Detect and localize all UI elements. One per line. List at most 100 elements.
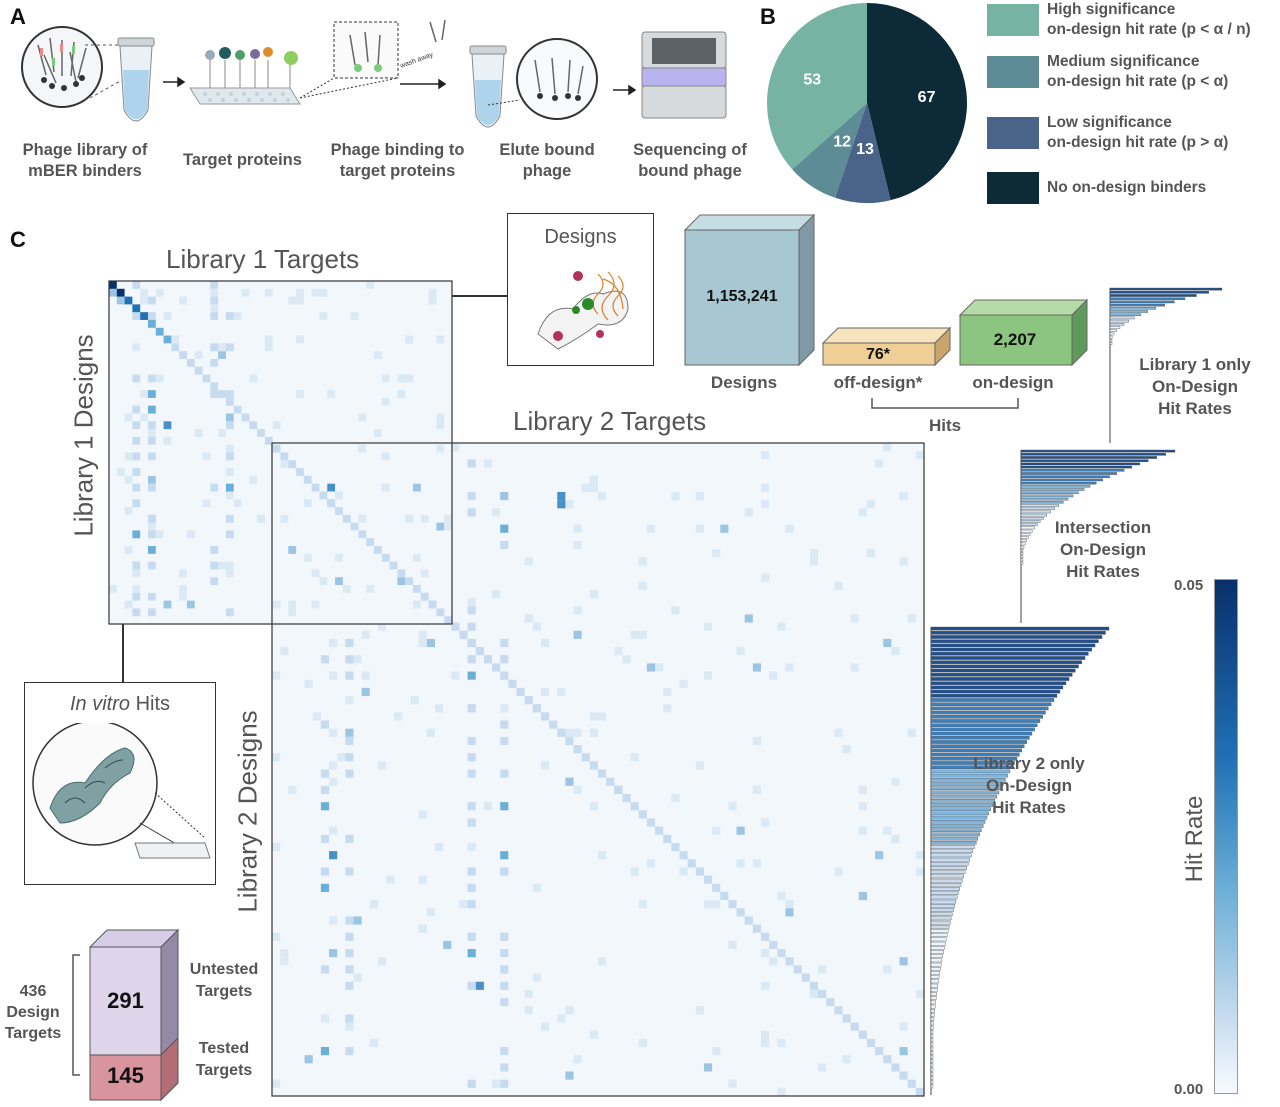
heatmap-cell <box>524 614 533 623</box>
hit-rate-bar <box>930 811 990 816</box>
legend-swatch <box>987 56 1039 88</box>
hit-rate-bar <box>1020 552 1024 555</box>
heatmap-cell <box>329 761 338 770</box>
heatmap-cell <box>500 949 509 958</box>
heatmap-cell <box>288 608 297 617</box>
heatmap-cell <box>475 981 484 990</box>
heatmap-cell <box>663 704 672 713</box>
heatmap-cell <box>444 522 452 531</box>
hit-rate-bar <box>1020 462 1141 466</box>
hit-rate-bar <box>1109 323 1125 326</box>
hit-rate-bar <box>930 731 1033 736</box>
heatmap-diagonal-cell <box>366 538 375 547</box>
heatmap-diagonal-cell <box>241 413 250 422</box>
heatmap-cell <box>589 483 598 492</box>
heatmap-cell <box>361 687 370 697</box>
heatmap-cell <box>124 475 133 484</box>
heatmap-cell <box>850 663 859 672</box>
heatmap-cell <box>329 949 338 958</box>
heatmap-cell <box>345 638 354 648</box>
heatmap-cell <box>483 802 493 811</box>
designs-cube <box>683 213 816 367</box>
heatmap-cell <box>225 312 234 320</box>
heatmap-cell <box>345 753 354 762</box>
heatmap-cell <box>249 475 258 484</box>
heatmap-cell <box>264 288 273 297</box>
heatmap-diagonal-cell <box>842 1014 851 1023</box>
heatmap-cell <box>124 507 133 515</box>
heatmap-cell <box>630 753 639 762</box>
heatmap-diagonal-cell <box>736 908 745 917</box>
heatmap-cell <box>280 460 289 469</box>
heatmap-cell <box>500 965 509 974</box>
heatmap-cell <box>374 351 382 359</box>
heatmap-cell <box>614 647 623 656</box>
heatmap-diagonal-cell <box>413 585 421 593</box>
hit-rate-bar <box>930 841 977 845</box>
heatmap-cell <box>147 608 156 617</box>
invitro-hits-title: In vitro Hits <box>69 693 171 715</box>
heatmap-cell <box>225 569 234 578</box>
heatmap-cell <box>225 608 234 617</box>
heatmap-diagonal-cell <box>420 592 429 601</box>
heatmap-cell <box>366 585 375 593</box>
hit-rate-bar <box>930 950 944 954</box>
hit-rate-bar <box>1109 342 1113 345</box>
heatmap-cell <box>280 647 289 656</box>
heatmap-cell <box>785 900 794 909</box>
heatmap-cell <box>436 421 445 430</box>
heatmap-diagonal-cell <box>573 745 582 754</box>
hit-rate-bar <box>930 626 1110 631</box>
heatmap-diagonal-cell <box>703 875 713 884</box>
heatmap-cell <box>132 483 141 492</box>
heatmap-cell <box>858 508 867 517</box>
heatmap-cell <box>752 785 761 794</box>
hit-rate-bar <box>930 1046 934 1051</box>
hit-rate-bar <box>930 971 940 975</box>
heatmap-cell <box>834 581 843 590</box>
heatmap-cell <box>397 390 406 398</box>
designs-cube-label: Designs <box>710 373 778 392</box>
hit-rate-bar <box>930 656 1086 660</box>
heatmap-diagonal-cell <box>809 981 819 990</box>
heatmap-diagonal-cell <box>589 761 598 770</box>
hit-rate-bar <box>930 962 942 967</box>
untested-targets-value: 291 <box>107 988 144 1013</box>
hit-rate-bar <box>930 870 966 874</box>
heatmap-diagonal-cell <box>350 522 359 531</box>
heatmap-cell <box>381 397 390 406</box>
hit-rate-bar <box>1109 313 1141 317</box>
hits-cubes <box>683 213 1089 367</box>
heatmap-cell <box>565 1071 574 1080</box>
heatmap-cell <box>809 557 819 566</box>
heatmap-cell <box>589 1030 598 1039</box>
heatmap-diagonal-cell <box>712 883 721 892</box>
hit-rate-bar <box>1020 549 1024 552</box>
hit-rate-bar <box>1020 507 1055 511</box>
heatmap-cell <box>186 530 195 539</box>
hit-rate-bar <box>930 857 970 862</box>
heatmap-cell <box>761 573 770 582</box>
hit-rate-bar <box>1109 310 1149 313</box>
heatmap-cell <box>785 663 794 672</box>
heatmap-cell <box>329 638 338 648</box>
heatmap-cell <box>147 530 156 539</box>
heatmap-cell <box>540 687 550 697</box>
heatmap-cell <box>428 296 437 305</box>
hit-rate-bar <box>930 849 974 853</box>
heatmap-cell <box>467 622 476 631</box>
heatmap-cell <box>345 696 354 705</box>
heatmap-cell <box>147 421 156 430</box>
heatmap-cell <box>311 600 320 609</box>
pie-slice <box>767 3 867 170</box>
heatmap-cell <box>410 696 419 705</box>
hit-rate-bar <box>1020 485 1091 488</box>
heatmap-diagonal-cell <box>646 818 656 827</box>
heatmap-cell <box>345 916 354 925</box>
heatmap-diagonal-cell <box>850 1022 859 1031</box>
hit-rate-bar <box>1020 481 1097 485</box>
heatmap-cell <box>915 989 924 999</box>
flow-arrows <box>163 76 637 96</box>
hit-rate-bar <box>930 668 1076 673</box>
heatmap-cell <box>500 655 509 664</box>
